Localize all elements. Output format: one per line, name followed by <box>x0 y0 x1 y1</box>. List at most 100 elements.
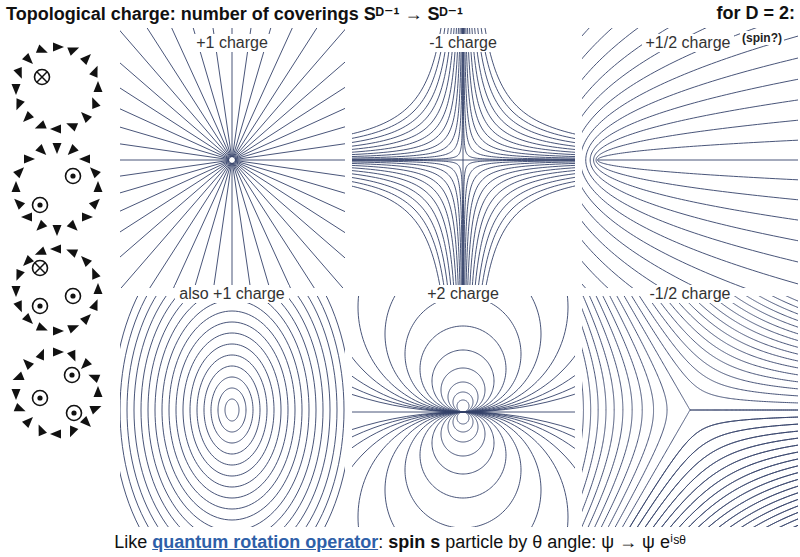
field-line <box>582 28 798 288</box>
field-line <box>352 171 452 288</box>
field-line <box>457 412 469 424</box>
field-line <box>352 412 575 527</box>
field-line <box>155 296 309 527</box>
arrow-triangle <box>67 350 80 364</box>
arrow-triangle <box>87 164 101 178</box>
field-line <box>582 296 623 527</box>
field-line <box>405 296 521 412</box>
field-line <box>141 296 323 527</box>
arrow-triangle <box>12 286 21 297</box>
field-line <box>385 296 541 412</box>
field-line <box>474 171 575 288</box>
field-line <box>638 296 798 341</box>
field-line <box>127 296 337 527</box>
field-line <box>615 450 798 527</box>
field-line <box>225 399 239 421</box>
arrow-triangle <box>12 84 21 95</box>
arrow-triangle <box>89 402 103 415</box>
field-line <box>352 163 460 288</box>
saddle-field <box>352 28 575 288</box>
field-line <box>453 392 473 412</box>
arrow-triangle <box>82 212 93 221</box>
source-field <box>120 28 345 288</box>
field-line <box>649 493 798 527</box>
arrow-triangle <box>50 125 61 134</box>
field-line <box>582 28 798 288</box>
field-line <box>582 28 798 288</box>
field-line <box>235 162 345 288</box>
field-line <box>457 400 469 412</box>
arrow-triangle <box>20 356 34 370</box>
field-line <box>352 169 454 288</box>
field-line <box>582 28 798 288</box>
field-line <box>352 160 463 288</box>
charge-ring <box>11 143 103 236</box>
field-line <box>649 493 798 527</box>
field-line <box>235 160 345 197</box>
arrow-triangle <box>36 347 49 361</box>
field-line <box>352 160 575 161</box>
field-line <box>646 488 798 527</box>
field-line <box>619 454 798 527</box>
dot-symbol <box>33 391 48 406</box>
field-line <box>352 412 575 527</box>
field-line <box>615 450 798 527</box>
arrow-triangle <box>11 372 25 385</box>
field-line <box>432 350 494 412</box>
arrow-triangle <box>33 220 47 234</box>
arrow-triangle <box>94 386 103 397</box>
field-line <box>623 296 798 361</box>
arrow-triangle <box>50 430 61 439</box>
arrow-triangle <box>53 225 62 236</box>
field-line <box>420 326 506 412</box>
arrow-triangle <box>65 119 79 132</box>
field-line <box>463 160 575 288</box>
arrow-triangle <box>65 245 79 258</box>
arrow-triangle <box>53 143 62 154</box>
field-line <box>159 163 231 288</box>
field-line <box>582 28 798 288</box>
field-line <box>631 469 798 527</box>
arrow-triangle <box>94 181 103 192</box>
field-line <box>466 163 575 288</box>
field-line <box>352 412 575 413</box>
field-line <box>582 410 798 527</box>
panel-label: +2 charge <box>423 285 503 303</box>
field-line <box>631 296 798 351</box>
field-line <box>358 296 568 412</box>
arrow-triangle <box>21 212 32 221</box>
field-line <box>352 412 575 527</box>
field-line <box>405 412 521 527</box>
caption: Like quantum rotation operator: spin s p… <box>0 531 800 553</box>
field-line <box>148 296 316 527</box>
dimension-note: for D = 2: <box>716 3 795 24</box>
arrow-triangle <box>12 269 25 283</box>
field-line <box>235 161 345 233</box>
field-line <box>195 163 232 288</box>
field-line <box>603 435 798 527</box>
arrow-triangle <box>78 109 92 123</box>
arrow-triangle <box>36 322 50 335</box>
arrow-triangle <box>89 298 102 312</box>
arrow-triangle <box>94 81 103 92</box>
arrow-triangle <box>50 245 61 254</box>
field-line <box>190 344 274 476</box>
field-line <box>448 382 478 412</box>
field-line <box>352 162 461 288</box>
field-line <box>582 296 667 527</box>
arrow-triangle <box>53 327 64 336</box>
panel-label: +1 charge <box>192 34 272 52</box>
field-line <box>352 166 457 288</box>
arrow-triangle <box>20 111 34 125</box>
dot-symbol <box>67 406 82 421</box>
arrow-triangle <box>78 358 92 372</box>
field-line <box>590 28 798 288</box>
dot-symbol <box>33 299 48 314</box>
field-line <box>463 28 464 288</box>
field-line <box>352 296 575 412</box>
field-line <box>352 167 456 288</box>
charge-ring <box>11 347 103 439</box>
field-line <box>453 412 473 432</box>
field-line <box>619 454 798 527</box>
